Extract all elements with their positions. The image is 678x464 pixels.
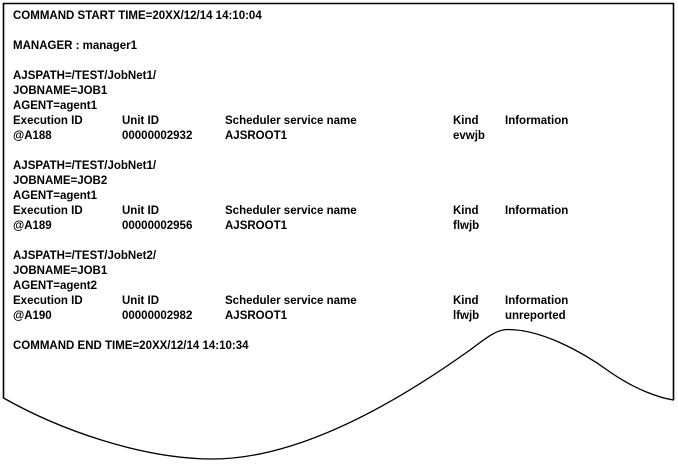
ajspath-text: AJSPATH=/TEST/JobNet1/ (13, 160, 157, 172)
agent-text: AGENT=agent1 (13, 100, 98, 112)
command-start-time-line: COMMAND START TIME=20XX/12/14 14:10:04 (13, 9, 663, 24)
column-header-scheduler-service-name: Scheduler service name (225, 115, 357, 127)
column-header-execution-id: Execution ID (13, 295, 83, 307)
block-1-agent-line: AGENT=agent1 (13, 99, 663, 114)
column-header-unit-id: Unit ID (122, 115, 160, 127)
page-border-straight-edges (2, 2, 675, 400)
block-2-record-row: @A189 00000002956 AJSROOT1 flwjb (13, 219, 663, 234)
torn-wave-bottom-edge (2, 328, 675, 460)
cell-unit-id: 00000002932 (122, 130, 193, 142)
column-header-scheduler-service-name: Scheduler service name (225, 295, 357, 307)
block-1-jobname-line: JOBNAME=JOB1 (13, 84, 663, 99)
cell-kind: lfwjb (453, 310, 480, 322)
column-header-information: Information (505, 205, 569, 217)
spacer-line-2 (13, 54, 663, 69)
column-header-kind: Kind (453, 295, 479, 307)
column-header-execution-id: Execution ID (13, 205, 83, 217)
cell-execution-id: @A189 (13, 220, 52, 232)
ajspath-text: AJSPATH=/TEST/JobNet2/ (13, 250, 157, 262)
cell-unit-id: 00000002956 (122, 220, 193, 232)
agent-text: AGENT=agent1 (13, 190, 98, 202)
block-2-column-header-row: Execution ID Unit ID Scheduler service n… (13, 204, 663, 219)
spacer-line-4 (13, 234, 663, 249)
command-end-time-line: COMMAND END TIME=20XX/12/14 14:10:34 (13, 339, 663, 354)
jobname-text: JOBNAME=JOB1 (13, 85, 108, 97)
ajspath-text: AJSPATH=/TEST/JobNet1/ (13, 70, 157, 82)
column-header-kind: Kind (453, 205, 479, 217)
block-3-column-header-row: Execution ID Unit ID Scheduler service n… (13, 294, 663, 309)
block-3-agent-line: AGENT=agent2 (13, 279, 663, 294)
block-3-jobname-line: JOBNAME=JOB1 (13, 264, 663, 279)
block-2-agent-line: AGENT=agent1 (13, 189, 663, 204)
column-header-unit-id: Unit ID (122, 205, 160, 217)
block-1-column-header-row: Execution ID Unit ID Scheduler service n… (13, 114, 663, 129)
column-header-execution-id: Execution ID (13, 115, 83, 127)
spacer-line-3 (13, 144, 663, 159)
column-header-unit-id: Unit ID (122, 295, 160, 307)
cell-scheduler-service-name: AJSROOT1 (225, 220, 287, 232)
jobname-text: JOBNAME=JOB2 (13, 175, 108, 187)
cell-kind: evwjb (453, 130, 485, 142)
command-start-time-text: COMMAND START TIME=20XX/12/14 14:10:04 (13, 10, 262, 22)
manager-line: MANAGER : manager1 (13, 39, 663, 54)
column-header-scheduler-service-name: Scheduler service name (225, 205, 357, 217)
spacer-line-1 (13, 24, 663, 39)
cell-execution-id: @A190 (13, 310, 52, 322)
block-1-ajspath-line: AJSPATH=/TEST/JobNet1/ (13, 69, 663, 84)
column-header-information: Information (505, 115, 569, 127)
cell-information: unreported (505, 310, 566, 322)
block-3-record-row: @A190 00000002982 AJSROOT1 lfwjb unrepor… (13, 309, 663, 324)
cell-kind: flwjb (453, 220, 480, 232)
block-2-ajspath-line: AJSPATH=/TEST/JobNet1/ (13, 159, 663, 174)
column-header-information: Information (505, 295, 569, 307)
block-2-jobname-line: JOBNAME=JOB2 (13, 174, 663, 189)
block-3-ajspath-line: AJSPATH=/TEST/JobNet2/ (13, 249, 663, 264)
jobname-text: JOBNAME=JOB1 (13, 265, 108, 277)
column-header-kind: Kind (453, 115, 479, 127)
command-end-time-text: COMMAND END TIME=20XX/12/14 14:10:34 (13, 340, 249, 352)
manager-text: MANAGER : manager1 (13, 40, 137, 52)
cell-scheduler-service-name: AJSROOT1 (225, 310, 287, 322)
cell-execution-id: @A188 (13, 130, 52, 142)
cell-unit-id: 00000002982 (122, 310, 193, 322)
block-1-record-row: @A188 00000002932 AJSROOT1 evwjb (13, 129, 663, 144)
command-output-text: COMMAND START TIME=20XX/12/14 14:10:04 M… (13, 9, 663, 354)
agent-text: AGENT=agent2 (13, 280, 98, 292)
spacer-line-5 (13, 324, 663, 339)
cell-scheduler-service-name: AJSROOT1 (225, 130, 287, 142)
